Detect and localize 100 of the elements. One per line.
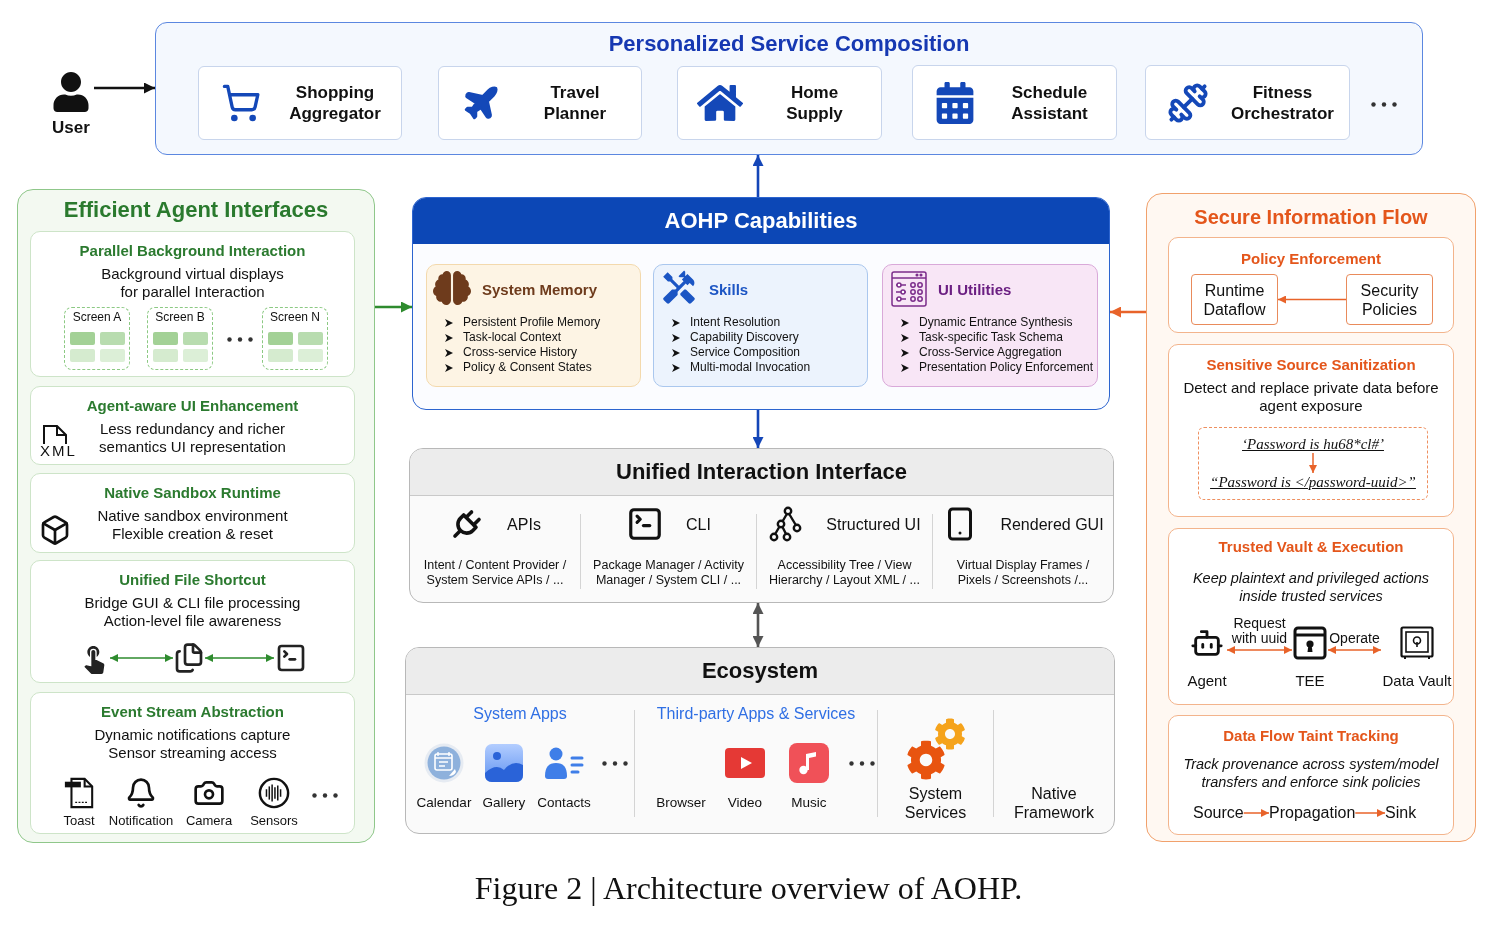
interface-description: Package Manager / Activity Manager / System CLI / ... <box>592 558 745 588</box>
bullet-text: Task-specific Task Schema <box>919 330 1063 345</box>
arrow <box>1354 809 1386 817</box>
example-text: ‘Password is hu68*cl#’ <box>1242 435 1384 453</box>
process-box <box>1191 274 1278 325</box>
service-name: Home Supply <box>785 82 844 124</box>
actor-label: TEE <box>1295 672 1325 690</box>
actor-label: User <box>52 118 90 138</box>
bullet-text: Policy & Consent States <box>463 360 592 375</box>
virtual-screen <box>147 307 213 370</box>
service-name: Travel Planner <box>542 82 608 124</box>
icon-caption: Sensors <box>250 813 298 829</box>
screen-label: Screen N <box>270 310 320 324</box>
component-label: System Services <box>903 784 968 822</box>
group-heading: System Apps <box>473 704 567 723</box>
card-title: Skills <box>709 281 749 299</box>
screen-label: Screen B <box>155 310 205 324</box>
capability-card <box>653 264 868 387</box>
arrow <box>1309 452 1317 474</box>
card-title: UI Utilities <box>938 281 1012 299</box>
panel-title: Efficient Agent Interfaces <box>63 197 329 223</box>
layer-panel <box>405 647 1115 834</box>
panel-title: Ecosystem <box>701 658 819 684</box>
service-card <box>912 65 1117 140</box>
feature-card <box>1168 528 1454 705</box>
panel-title: Unified Interaction Interface <box>616 459 907 485</box>
feature-card <box>30 386 355 465</box>
interface-name: CLI <box>686 514 711 534</box>
screen-label: Screen A <box>72 310 122 324</box>
file-type-label: XML <box>40 442 77 459</box>
interface-description: Accessibility Tree / View Hierarchy / Layout XML / ... <box>768 558 921 588</box>
bullet-text: Intent Resolution <box>690 315 781 330</box>
service-name: Shopping Aggregator <box>288 82 382 124</box>
box-label: Runtime Dataflow <box>1202 280 1267 319</box>
card-description: Less redundancy and richer semantics UI representation <box>98 420 287 456</box>
arrow <box>1110 306 1146 318</box>
bullet-text: Dynamic Entrance Synthesis <box>919 315 1073 330</box>
capabilities-panel <box>412 197 1110 410</box>
documents-icon <box>173 641 205 675</box>
double-headed-arrow <box>1226 646 1293 654</box>
feature-card <box>1168 237 1454 333</box>
arrow <box>1277 295 1347 304</box>
example-text: “Password is </password-uuid>” <box>1210 473 1416 491</box>
panel-title: Personalized Service Composition <box>608 31 970 57</box>
arrow <box>1242 809 1270 817</box>
card-title: Native Sandbox Runtime <box>104 484 281 502</box>
service-card <box>198 66 402 140</box>
bullet-text: Persistent Profile Memory <box>463 315 601 330</box>
panel-title: AOHP Capabilities <box>664 208 858 234</box>
icon-caption: Notification <box>108 813 174 829</box>
card-description: Flexible creation & reset <box>112 525 273 543</box>
card-description: Track provenance across system/model transfers and enforce sink policies <box>1182 755 1440 791</box>
app-label: Music <box>791 795 827 811</box>
app-label: Calendar <box>416 795 472 811</box>
actor-label: Agent <box>1187 672 1227 690</box>
group-panel <box>1146 193 1476 842</box>
double-headed-arrow <box>1327 646 1382 654</box>
card-description: Dynamic notifications capture <box>94 726 291 744</box>
card-description: Detect and replace private data before agent exposure <box>1182 379 1440 415</box>
card-title: Unified File Shortcut <box>119 571 266 589</box>
virtual-screen <box>64 307 130 370</box>
capability-card <box>426 264 641 387</box>
box-label: Security Policies <box>1359 280 1420 319</box>
service-name: Schedule Assistant <box>1010 81 1089 124</box>
app-label: Gallery <box>482 795 526 811</box>
card-title: Policy Enforcement <box>1240 250 1381 268</box>
interface-name: Structured UI <box>826 514 921 534</box>
bullet-text: Service Composition <box>690 345 801 360</box>
service-card <box>438 66 642 140</box>
figure-caption: Figure 2 | Architecture overview of AOHP. <box>474 869 1023 908</box>
flow-step-label: Source <box>1193 803 1244 823</box>
feature-card <box>1168 715 1454 835</box>
app-label: Browser <box>656 795 706 811</box>
card-title: Event Stream Abstraction <box>101 703 284 721</box>
card-title: Parallel Background Interaction <box>79 242 306 260</box>
card-description: Background virtual displays for parallel Interaction <box>100 265 285 301</box>
dashed-example-box <box>1198 427 1428 500</box>
card-description: Action-level file awareness <box>103 612 282 630</box>
process-box <box>1346 274 1433 325</box>
service-card <box>677 66 882 140</box>
group-panel <box>155 22 1423 155</box>
bullet-text: Cross-Service Aggregation <box>919 345 1062 360</box>
group-panel <box>17 189 375 843</box>
card-title: Data Flow Taint Tracking <box>1223 727 1399 745</box>
card-description: Bridge GUI & CLI file processing <box>84 594 301 612</box>
card-description: Native sandbox environment <box>97 507 288 525</box>
app-label: Contacts <box>537 795 591 811</box>
service-card <box>1145 65 1350 140</box>
arrow <box>375 301 412 313</box>
panel-title: Secure Information Flow <box>1194 205 1428 229</box>
edge-label: Operate <box>1329 631 1380 646</box>
bullet-text: Cross-service History <box>463 345 577 360</box>
arrow <box>752 155 764 197</box>
double-headed-arrow <box>752 603 764 647</box>
double-headed-arrow <box>109 654 174 662</box>
card-title: System Memory <box>482 281 598 299</box>
arrow <box>94 82 155 94</box>
bullet-text: Task-local Context <box>463 330 562 345</box>
interface-description: Intent / Content Provider / System Service APIs / ... <box>422 558 568 588</box>
icon-caption: Camera <box>185 813 233 829</box>
